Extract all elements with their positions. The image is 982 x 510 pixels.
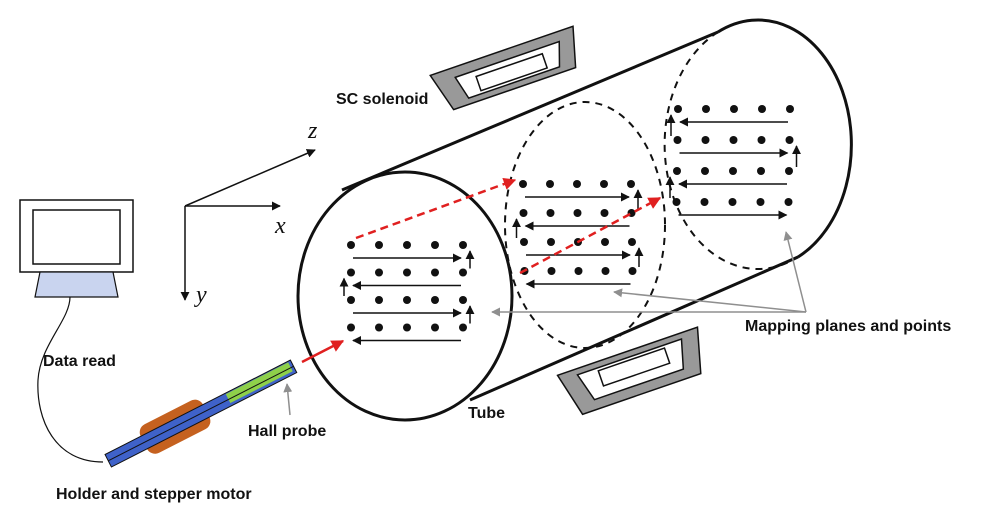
grid-point xyxy=(701,136,710,144)
grid-point xyxy=(672,198,681,206)
grid-point xyxy=(546,209,555,217)
grid-point xyxy=(573,180,581,188)
tube-front-face xyxy=(296,170,514,422)
grid-point xyxy=(375,323,383,332)
label-data-read: Data read xyxy=(43,353,116,370)
grid-point xyxy=(459,323,467,332)
label-mapping-planes: Mapping planes and points xyxy=(745,318,951,335)
grid-point xyxy=(601,267,610,275)
label-hall-probe: Hall probe xyxy=(248,423,326,440)
grid-point xyxy=(673,167,681,175)
grid-point xyxy=(375,268,383,277)
grid-point xyxy=(375,296,383,304)
grid-point xyxy=(403,268,411,277)
grid-point xyxy=(756,198,765,206)
grid-point xyxy=(574,267,583,275)
axis-label-y: y xyxy=(194,282,207,308)
grid-point xyxy=(459,268,467,277)
axis-label-z: z xyxy=(307,118,318,144)
grid-point xyxy=(728,198,737,206)
grid-point xyxy=(601,238,609,246)
mapping-planes xyxy=(504,31,799,349)
grid-point xyxy=(403,296,411,304)
label-tube: Tube xyxy=(468,405,505,422)
grid-point xyxy=(573,209,582,217)
grid-point xyxy=(730,105,738,113)
grid-point xyxy=(600,180,608,188)
grid-point xyxy=(628,238,636,246)
scan-arrow-probe xyxy=(301,339,345,364)
axis-label-x: x xyxy=(274,213,286,239)
grid-point xyxy=(729,167,737,175)
grid-point xyxy=(628,267,637,275)
data-cable xyxy=(37,296,104,463)
coordinate-axes xyxy=(180,149,316,301)
label-holder-stepper-motor: Holder and stepper motor xyxy=(56,486,252,503)
grid-point xyxy=(786,105,794,113)
grid-point xyxy=(758,105,766,113)
mapping-grid-mid xyxy=(512,180,644,289)
mapping-grid-front xyxy=(339,241,475,345)
hall-probe-icon xyxy=(225,362,293,404)
grid-point xyxy=(700,198,709,206)
grid-point xyxy=(347,296,355,304)
grid-point xyxy=(459,296,467,304)
label-sc-solenoid: SC solenoid xyxy=(336,91,428,108)
scan-path-arrows xyxy=(301,177,662,364)
grid-point xyxy=(403,323,411,332)
mapping-grid-back xyxy=(665,105,801,220)
grid-point xyxy=(729,136,738,144)
tube-body xyxy=(341,18,853,402)
grid-point xyxy=(757,136,766,144)
grid-point xyxy=(600,209,609,217)
grid-point xyxy=(673,136,682,144)
grid-point xyxy=(674,105,682,113)
grid-point xyxy=(431,241,439,249)
grid-point xyxy=(431,296,439,304)
grid-point xyxy=(757,167,765,175)
holder-and-probe xyxy=(104,359,298,468)
grid-point xyxy=(375,241,383,249)
grid-point xyxy=(520,238,528,246)
scan-arrow-upper xyxy=(355,177,517,240)
grid-point xyxy=(347,268,355,277)
grid-point xyxy=(784,198,793,206)
grid-point xyxy=(347,323,355,332)
computer-monitor-icon xyxy=(19,199,134,298)
mapping-point-grids xyxy=(339,105,801,345)
mapping-pointer-arrows xyxy=(491,231,807,317)
grid-point xyxy=(459,241,467,249)
grid-point xyxy=(403,241,411,249)
grid-point xyxy=(785,136,794,144)
grid-point xyxy=(547,267,556,275)
grid-point xyxy=(627,180,635,188)
grid-point xyxy=(519,180,527,188)
grid-point xyxy=(347,241,355,249)
scan-arrow-lower xyxy=(519,196,662,275)
grid-point xyxy=(701,167,709,175)
hall-probe-pointer xyxy=(283,383,293,416)
grid-point xyxy=(431,268,439,277)
grid-point xyxy=(702,105,710,113)
grid-point xyxy=(546,180,554,188)
solenoid-bottom xyxy=(556,326,702,416)
grid-point xyxy=(431,323,439,332)
grid-point xyxy=(519,209,528,217)
grid-point xyxy=(547,238,555,246)
grid-point xyxy=(785,167,793,175)
solenoid-top xyxy=(429,25,577,111)
